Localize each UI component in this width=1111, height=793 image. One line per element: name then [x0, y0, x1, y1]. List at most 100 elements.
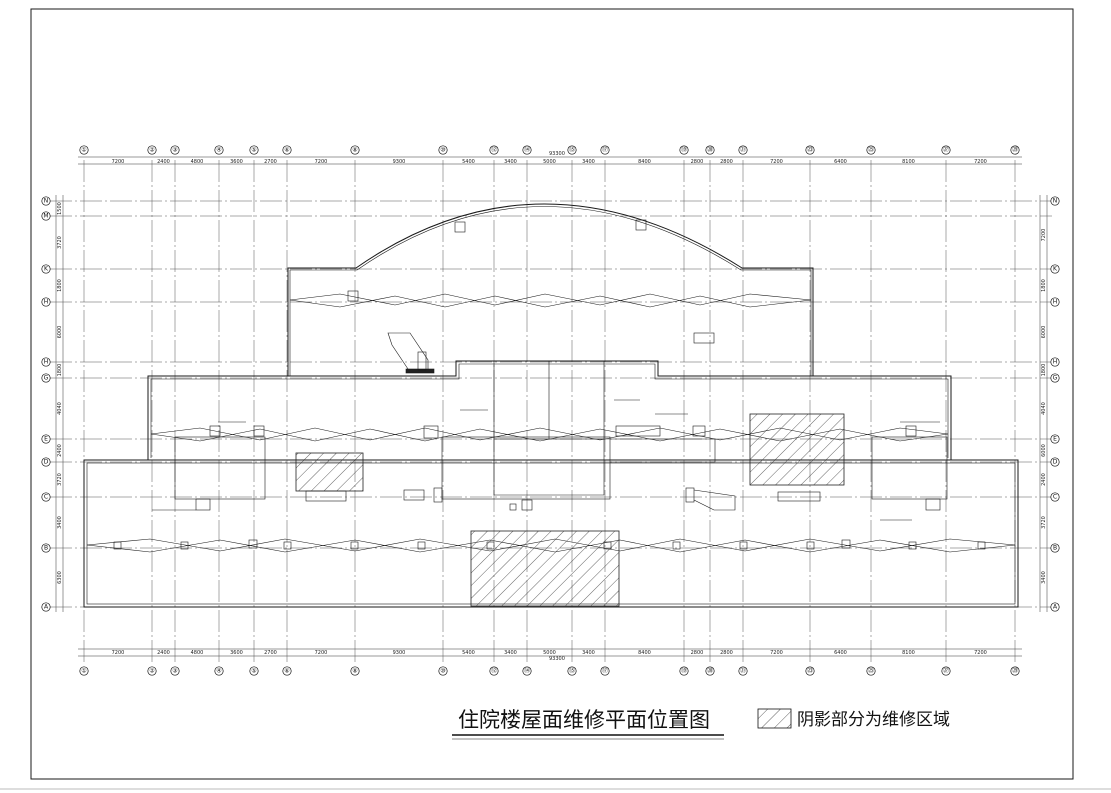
- axis-circle: [214, 666, 224, 676]
- axis-bubble-bottom: ⑫: [489, 666, 499, 676]
- axis-circle: [522, 145, 532, 155]
- repair-zone-left: [295, 452, 364, 492]
- axis-bubble-top: ③: [170, 145, 180, 155]
- axis-bubble-top: ②: [147, 145, 157, 155]
- axis-label: ⑫: [491, 667, 497, 675]
- axis-bubble-bottom: ⑰: [600, 666, 610, 676]
- axis-label: ⑲: [681, 667, 687, 675]
- axis-circle: [438, 145, 448, 155]
- axis-bubble-bottom: ②: [147, 666, 157, 676]
- axis-circle: [41, 357, 51, 367]
- axis-bubble-right: B: [1050, 543, 1060, 553]
- axis-label: ②: [149, 668, 155, 675]
- axis-bubble-top: ⑤: [249, 145, 259, 155]
- axis-bubble-right: A: [1050, 602, 1060, 612]
- left-dimension-label: 2400: [57, 444, 63, 457]
- right-dimension-label: 1800: [1041, 279, 1047, 292]
- axis-bubble-top: ⑭: [522, 145, 532, 155]
- axis-bubble-top: ㉓: [805, 145, 815, 155]
- axis-bubble-right: D: [1050, 457, 1060, 467]
- axis-label: ⑲: [681, 146, 687, 154]
- axis-label: ⑩: [440, 668, 445, 675]
- axis-label: ㉙: [1012, 146, 1018, 154]
- axis-label: ㉗: [943, 146, 949, 154]
- bottom-dimension-label: 5400: [462, 650, 475, 656]
- left-dimension-label: 3400: [57, 516, 63, 529]
- axis-circle: [41, 492, 51, 502]
- left-dimension-label: 6300: [57, 571, 63, 584]
- axis-circle: [249, 666, 259, 676]
- axis-circle: [79, 145, 89, 155]
- axis-bubble-bottom: ⑧: [350, 666, 360, 676]
- axis-bubble-top: ⑮: [567, 145, 577, 155]
- bottom-dimension-label: 2700: [264, 650, 277, 656]
- axis-bubble-top: ⑥: [282, 145, 292, 155]
- top-dimension-label: 2800: [720, 159, 733, 165]
- axis-label: ⑭: [524, 146, 530, 154]
- bottom-dimension-label: 9300: [393, 650, 406, 656]
- top-dimension-label: 3600: [230, 159, 243, 165]
- top-dimension-label: 3400: [582, 159, 595, 165]
- axis-circle: [41, 297, 51, 307]
- axis-bubble-bottom: ⑳: [705, 666, 715, 676]
- axis-bubble-left: E: [41, 434, 51, 444]
- axis-circle: [41, 373, 51, 383]
- total-dimension-top: 93300: [549, 151, 565, 157]
- axis-label: ④: [216, 668, 221, 675]
- axis-label: D: [44, 459, 49, 466]
- axis-circle: [170, 666, 180, 676]
- axis-label: ⑥: [284, 668, 289, 675]
- bottom-dimension-label: 7200: [112, 650, 125, 656]
- axis-circle: [705, 666, 715, 676]
- legend-label: 阴影部分为维修区域: [797, 710, 950, 730]
- bottom-dimension-label: 3600: [230, 650, 243, 656]
- sheet-frame: [30, 8, 1074, 780]
- axis-circle: [941, 145, 951, 155]
- axis-label: B: [44, 545, 48, 552]
- bottom-dimension-label: 8400: [638, 650, 651, 656]
- interior-structures: [174, 219, 948, 511]
- axis-bubble-top: ⑫: [489, 145, 499, 155]
- left-dimension-label: 1500: [57, 202, 63, 215]
- axis-label: ㉕: [868, 667, 874, 675]
- axis-bubble-left: K: [41, 264, 51, 274]
- column-grid-lines: [83, 160, 1016, 664]
- axis-label: A: [44, 604, 49, 611]
- top-dimension-label: 2800: [691, 159, 704, 165]
- row-grid-lines: [50, 200, 1052, 608]
- axis-circle: [738, 666, 748, 676]
- axis-label: ①: [81, 668, 86, 675]
- axis-label: C: [44, 494, 48, 501]
- axis-circle: [282, 145, 292, 155]
- bottom-dimension-label: 3400: [504, 650, 517, 656]
- axis-bubble-top: ㉙: [1010, 145, 1020, 155]
- axis-circle: [41, 211, 51, 221]
- right-dimension-label: 2400: [1041, 473, 1047, 486]
- left-dimension-label: 1800: [57, 279, 63, 292]
- axis-bubble-top: ⑳: [705, 145, 715, 155]
- bottom-dimension-label: 3400: [582, 650, 595, 656]
- axis-label: E: [1053, 436, 1057, 443]
- top-dimension-label: 3400: [504, 159, 517, 165]
- top-dimension-label: 8100: [902, 159, 915, 165]
- left-dimension-label: 6000: [57, 326, 63, 339]
- axis-circle: [600, 145, 610, 155]
- top-dimension-label: 2400: [157, 159, 170, 165]
- axis-label: ㉙: [1012, 667, 1018, 675]
- axis-label: B: [1053, 545, 1057, 552]
- axis-bubble-top: ㉑: [738, 145, 748, 155]
- axis-label: K: [1053, 266, 1058, 273]
- axis-label: ㉑: [740, 146, 746, 154]
- axis-circle: [1050, 434, 1060, 444]
- axis-bubble-bottom: ⑩: [438, 666, 448, 676]
- axis-label: ㉕: [868, 146, 874, 154]
- axis-circle: [41, 457, 51, 467]
- axis-label: ②: [149, 147, 155, 154]
- axis-bubble-top: ㉕: [866, 145, 876, 155]
- axis-circle: [41, 264, 51, 274]
- axis-circle: [567, 145, 577, 155]
